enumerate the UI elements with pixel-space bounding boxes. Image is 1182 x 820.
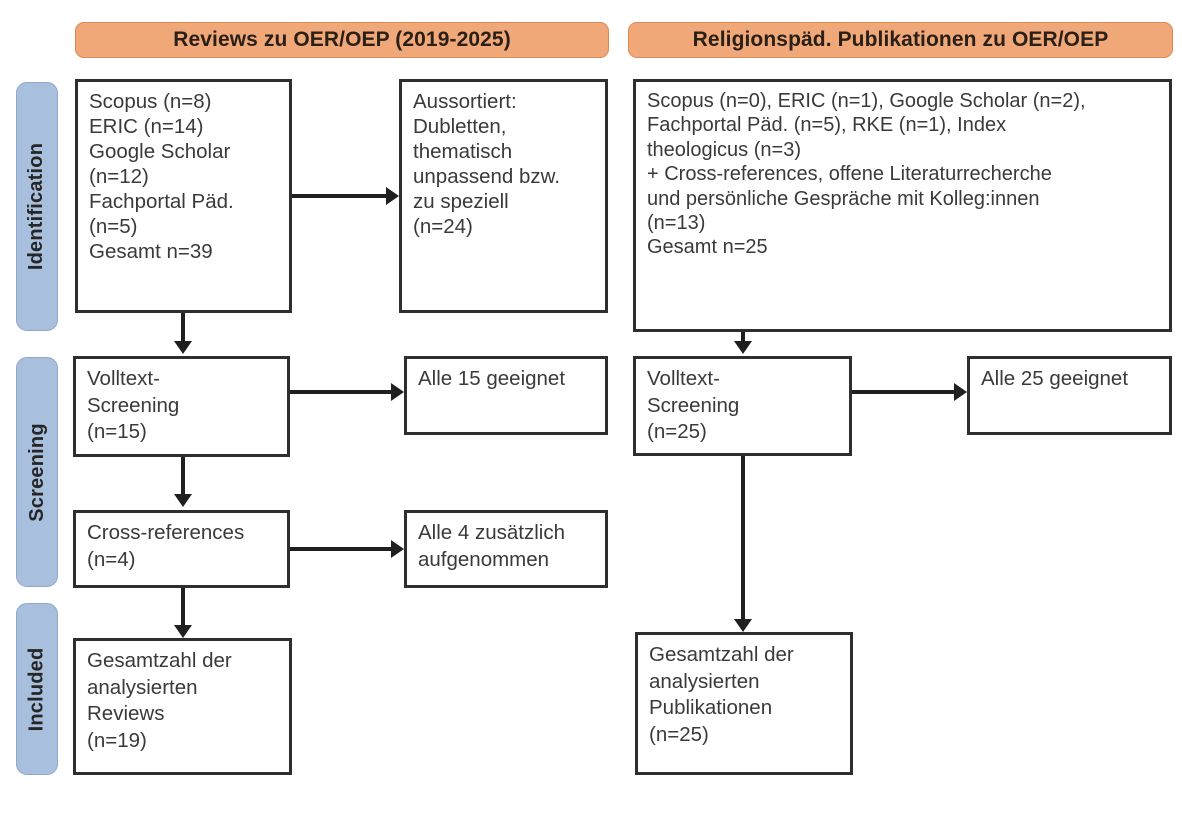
arrowhead-right-fulltext-to-included bbox=[734, 619, 752, 632]
right-included-box: Gesamtzahl der analysierten Publikatione… bbox=[635, 632, 853, 775]
stage-label-screening: Screening bbox=[16, 357, 58, 587]
stage-label-identification-text: Identification bbox=[25, 142, 48, 271]
connector-left-sources-to-fulltext bbox=[181, 313, 185, 343]
stage-label-screening-text: Screening bbox=[25, 422, 48, 522]
arrowhead-right-fulltext-to-result bbox=[954, 383, 967, 401]
right-identification-sources-box: Scopus (n=0), ERIC (n=1), Google Scholar… bbox=[633, 79, 1172, 332]
connector-right-fulltext-to-included bbox=[741, 456, 745, 619]
connector-left-sources-to-excluded bbox=[292, 194, 386, 198]
left-fulltext-screening-box: Volltext- Screening (n=15) bbox=[73, 356, 290, 457]
stage-label-included: Included bbox=[16, 603, 58, 775]
arrowhead-left-sources-to-fulltext bbox=[174, 341, 192, 354]
right-fulltext-result-box: Alle 25 geeignet bbox=[967, 356, 1172, 435]
left-excluded-box: Aussortiert: Dubletten, thematisch unpas… bbox=[399, 79, 608, 313]
column-header-right: Religionspäd. Publikationen zu OER/OEP bbox=[628, 22, 1173, 58]
connector-left-crossrefs-to-result bbox=[290, 547, 391, 551]
stage-label-included-text: Included bbox=[25, 647, 48, 731]
connector-left-fulltext-to-crossrefs bbox=[181, 457, 185, 494]
connector-left-crossrefs-to-included bbox=[181, 588, 185, 625]
arrowhead-left-crossrefs-to-included bbox=[174, 625, 192, 638]
arrowhead-right-sources-to-fulltext bbox=[734, 341, 752, 354]
arrowhead-left-fulltext-to-crossrefs bbox=[174, 494, 192, 507]
arrowhead-left-sources-to-excluded bbox=[386, 187, 399, 205]
left-crossreferences-result-box: Alle 4 zusätzlich aufgenommen bbox=[404, 510, 608, 588]
column-header-left: Reviews zu OER/OEP (2019-2025) bbox=[75, 22, 609, 58]
right-fulltext-screening-box: Volltext- Screening (n=25) bbox=[633, 356, 852, 456]
stage-label-identification: Identification bbox=[16, 82, 58, 331]
left-fulltext-result-box: Alle 15 geeignet bbox=[404, 356, 608, 435]
connector-right-fulltext-to-result bbox=[852, 390, 954, 394]
arrowhead-left-crossrefs-to-result bbox=[391, 540, 404, 558]
arrowhead-left-fulltext-to-result bbox=[391, 383, 404, 401]
left-included-box: Gesamtzahl der analysierten Reviews (n=1… bbox=[73, 638, 292, 775]
connector-right-sources-to-fulltext bbox=[741, 332, 745, 343]
connector-left-fulltext-to-result bbox=[290, 390, 391, 394]
left-crossreferences-box: Cross-references (n=4) bbox=[73, 510, 290, 588]
left-identification-sources-box: Scopus (n=8) ERIC (n=14) Google Scholar … bbox=[75, 79, 292, 313]
